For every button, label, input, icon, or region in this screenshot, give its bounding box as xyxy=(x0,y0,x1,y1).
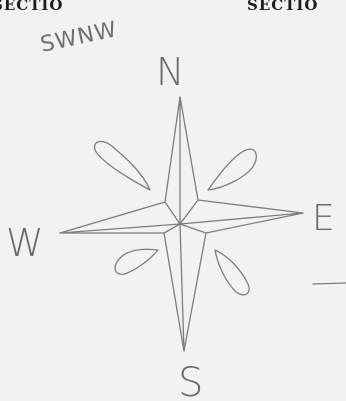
petal-northeast xyxy=(208,149,256,190)
west-label: W xyxy=(6,221,44,265)
east-label: E xyxy=(312,198,335,239)
north-label: N xyxy=(156,50,184,94)
petal-southeast xyxy=(215,250,249,295)
compass-inner-facets xyxy=(60,97,303,351)
petal-northwest xyxy=(95,141,150,190)
south-label: S xyxy=(178,360,203,401)
loose-line xyxy=(313,283,346,284)
petal-southwest xyxy=(115,249,158,274)
